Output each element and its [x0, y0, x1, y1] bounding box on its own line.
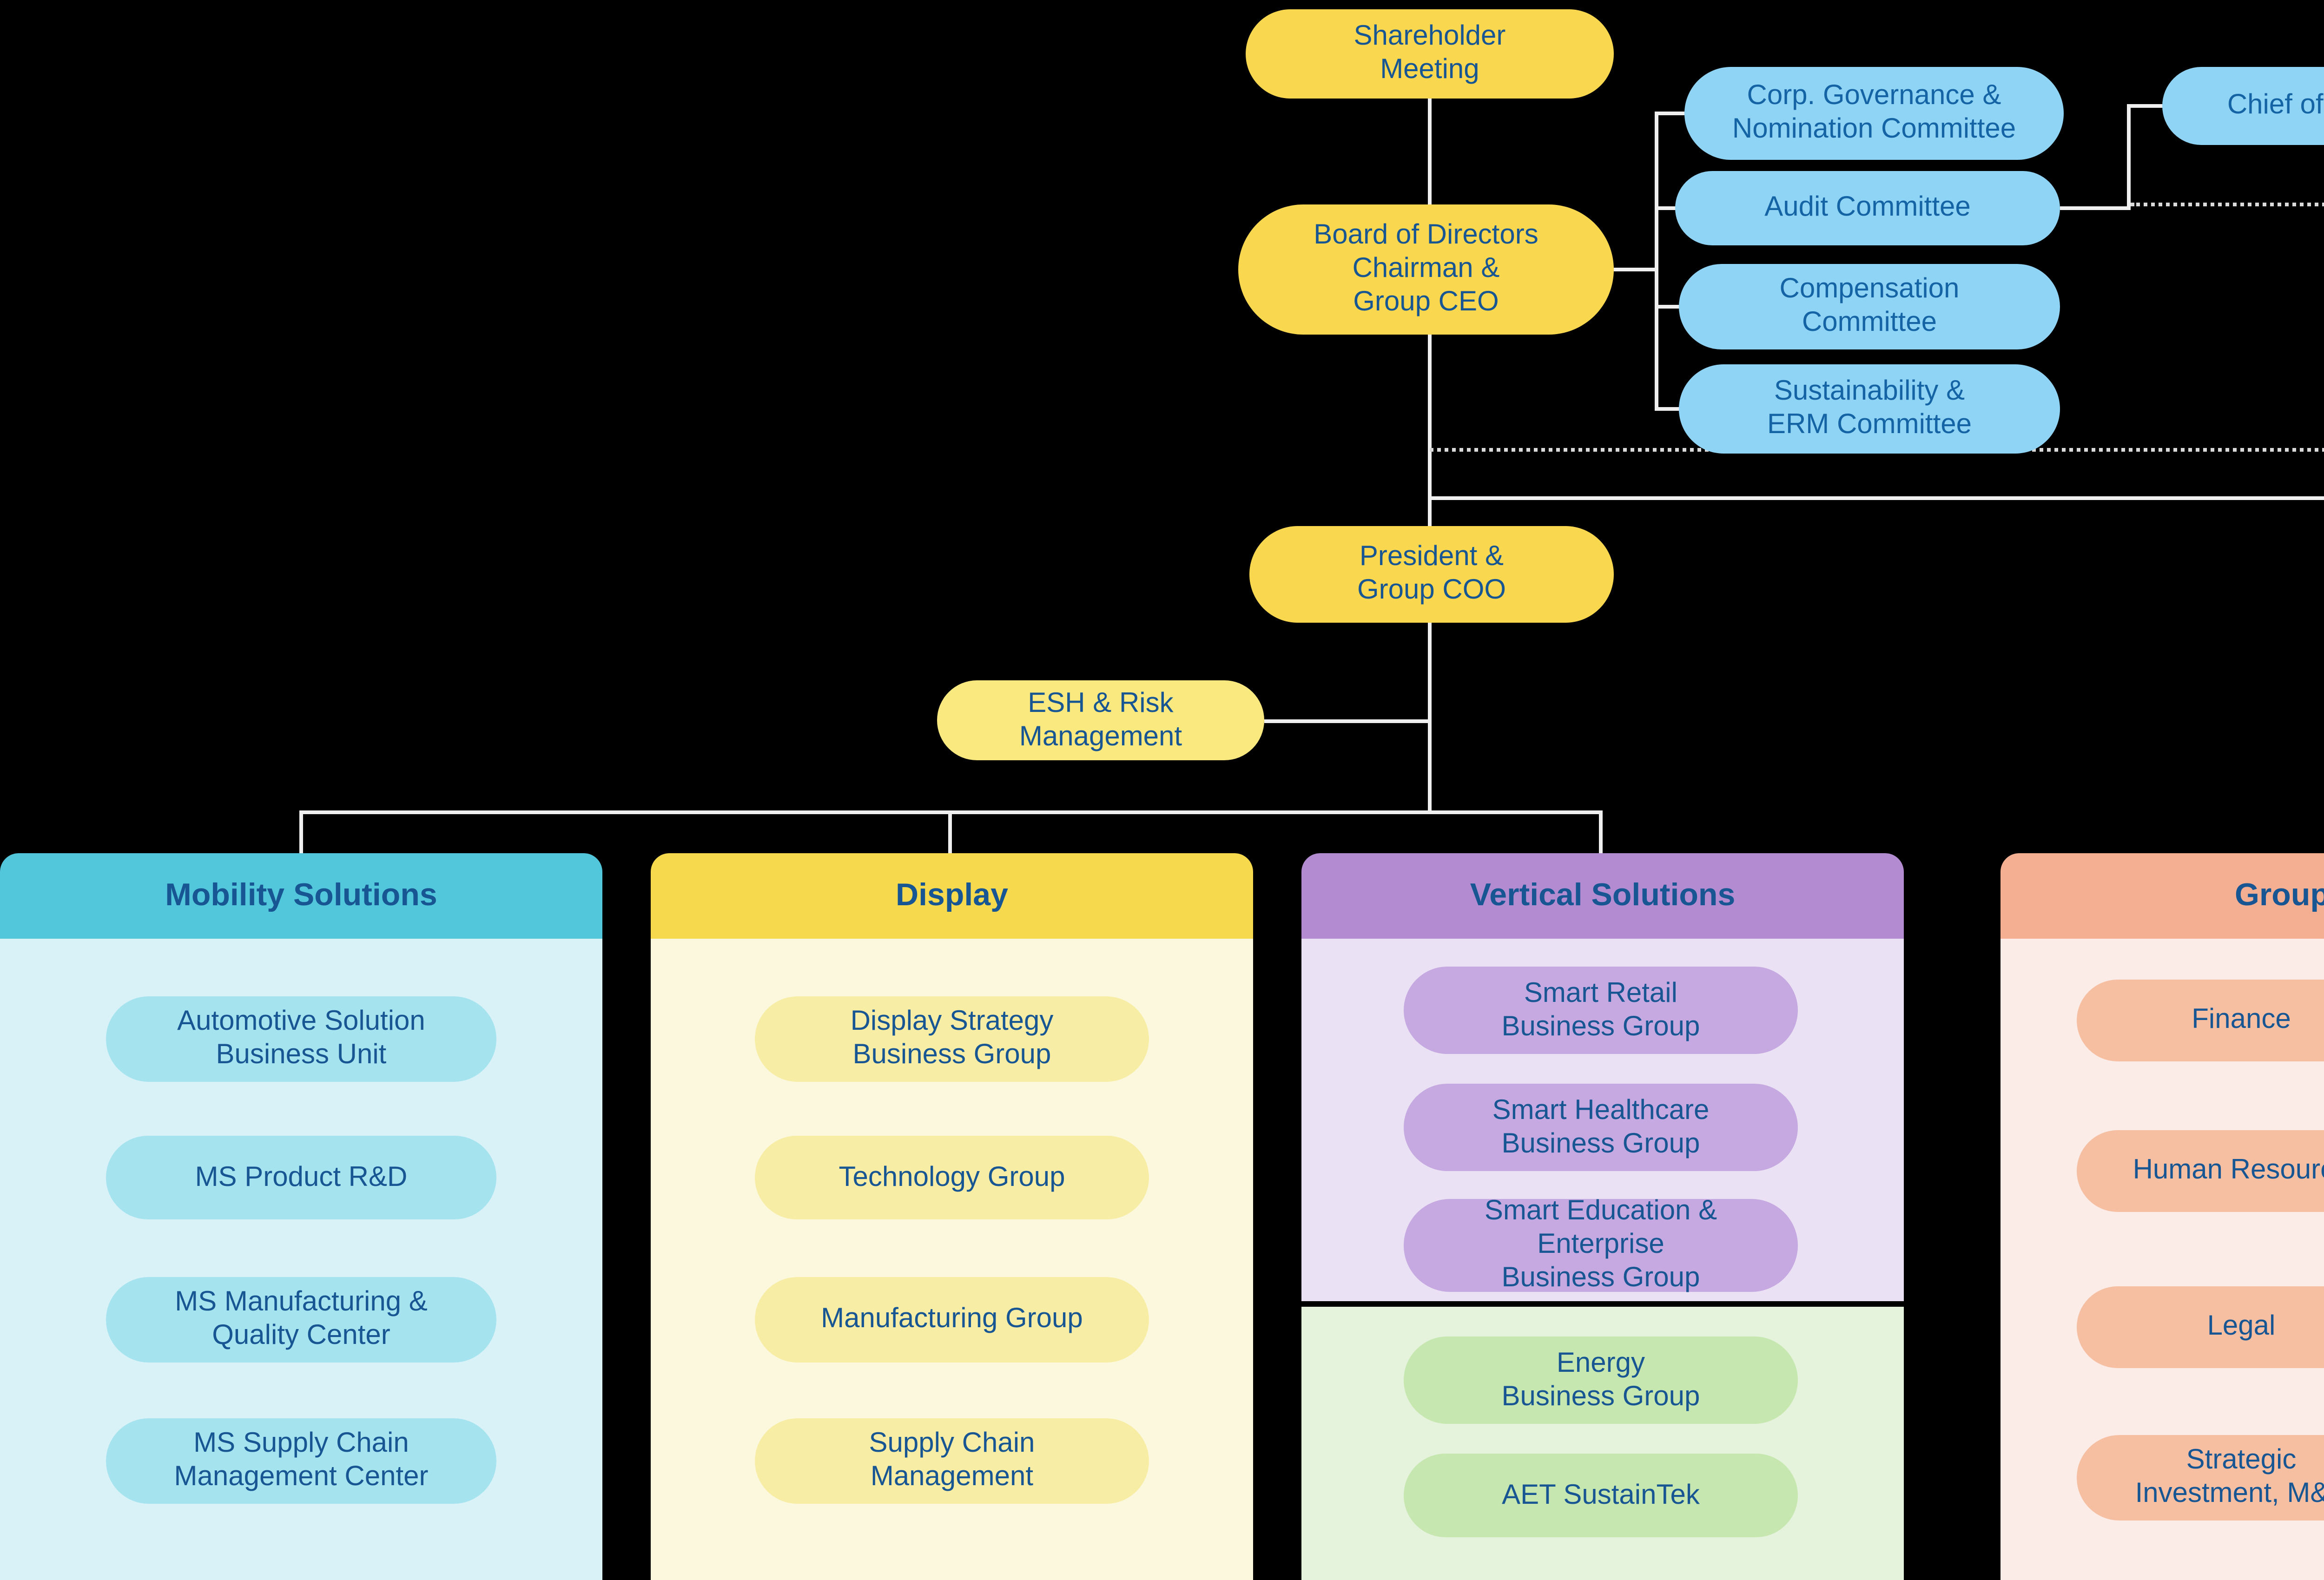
node-smart-retail-business-group: Smart Retail Business Group: [1404, 967, 1798, 1054]
connector-board-bracket: [1614, 268, 1658, 271]
node-ms-product-rd: MS Product R&D: [106, 1136, 496, 1219]
connector-stub-audit: [1655, 206, 1679, 210]
node-automotive-solution-business-unit: Automotive Solution Business Unit: [106, 996, 496, 1082]
node-smart-education-enterprise-business-group: Smart Education & Enterprise Business Gr…: [1404, 1196, 1798, 1293]
column-header-mobility-solutions: Mobility Solutions: [0, 853, 602, 939]
node-chief-of-compliance: Chief of Compliance: [2162, 67, 2324, 145]
node-finance: Finance: [2077, 980, 2324, 1061]
connector-compliance-stub: [2131, 104, 2164, 108]
node-ms-supply-chain-management-center: MS Supply Chain Management Center: [106, 1418, 496, 1504]
connector-stub-display: [948, 810, 952, 855]
node-corp-governance-nomination-committee: Corp. Governance & Nomination Committee: [1684, 67, 2064, 160]
node-shareholder-meeting: Shareholder Meeting: [1246, 9, 1614, 99]
node-board-of-directors: Board of Directors Chairman & Group CEO: [1238, 204, 1614, 335]
connector-board-president: [1428, 335, 1432, 526]
column-header-group-infrastructure-unit: Group Infrastructure Unit: [2000, 853, 2324, 939]
column-mobility-solutions: Mobility Solutions Automotive Solution B…: [0, 853, 602, 1580]
connector-president-distribution: [1428, 623, 1432, 812]
node-president-group-coo: President & Group COO: [1249, 526, 1614, 623]
node-sustainability-erm-committee: Sustainability & ERM Committee: [1679, 364, 2060, 454]
connector-stub-sustainability: [1655, 407, 1681, 411]
node-legal: Legal: [2077, 1286, 2324, 1368]
node-energy-business-group: Energy Business Group: [1404, 1336, 1798, 1424]
column-vertical-solutions: Vertical Solutions Smart Retail Business…: [1301, 853, 1904, 1580]
connector-giu-horizontal: [1430, 496, 2324, 500]
node-supply-chain-management: Supply Chain Management: [755, 1418, 1149, 1504]
column-group-infrastructure-unit: Group Infrastructure Unit Finance Digita…: [2000, 853, 2324, 1580]
connector-audit-compliance-vertical: [2127, 104, 2131, 210]
node-ms-manufacturing-quality-center: MS Manufacturing & Quality Center: [106, 1277, 496, 1363]
connector-audit-corner: [2060, 206, 2131, 210]
node-strategic-investment-ma: Strategic Investment, M&A: [2077, 1435, 2324, 1521]
connector-esh: [1264, 719, 1430, 723]
node-display-strategy-business-group: Display Strategy Business Group: [755, 996, 1149, 1082]
node-human-resource: Human Resource: [2077, 1130, 2324, 1212]
connector-stub-corp-governance: [1655, 112, 1684, 115]
connector-shareholder-board: [1428, 99, 1432, 204]
node-smart-healthcare-business-group: Smart Healthcare Business Group: [1404, 1084, 1798, 1171]
node-aet-sustaintek: AET SustainTek: [1404, 1454, 1798, 1537]
node-compensation-committee: Compensation Committee: [1679, 264, 2060, 349]
node-technology-group: Technology Group: [755, 1136, 1149, 1219]
connector-stub-vertical-solutions: [1599, 810, 1603, 855]
node-audit-committee: Audit Committee: [1675, 171, 2060, 245]
column-header-display: Display: [651, 853, 1253, 939]
column-display: Display Display Strategy Business Group …: [651, 853, 1253, 1580]
connector-stub-compensation: [1655, 305, 1681, 309]
dotted-audit-to-edge: [2131, 203, 2324, 206]
column-header-vertical-solutions: Vertical Solutions: [1301, 853, 1904, 939]
connector-committee-bracket: [1655, 112, 1658, 411]
node-esh-risk-management: ESH & Risk Management: [937, 680, 1264, 760]
node-manufacturing-group: Manufacturing Group: [755, 1277, 1149, 1363]
connector-stub-mobility: [299, 810, 303, 855]
